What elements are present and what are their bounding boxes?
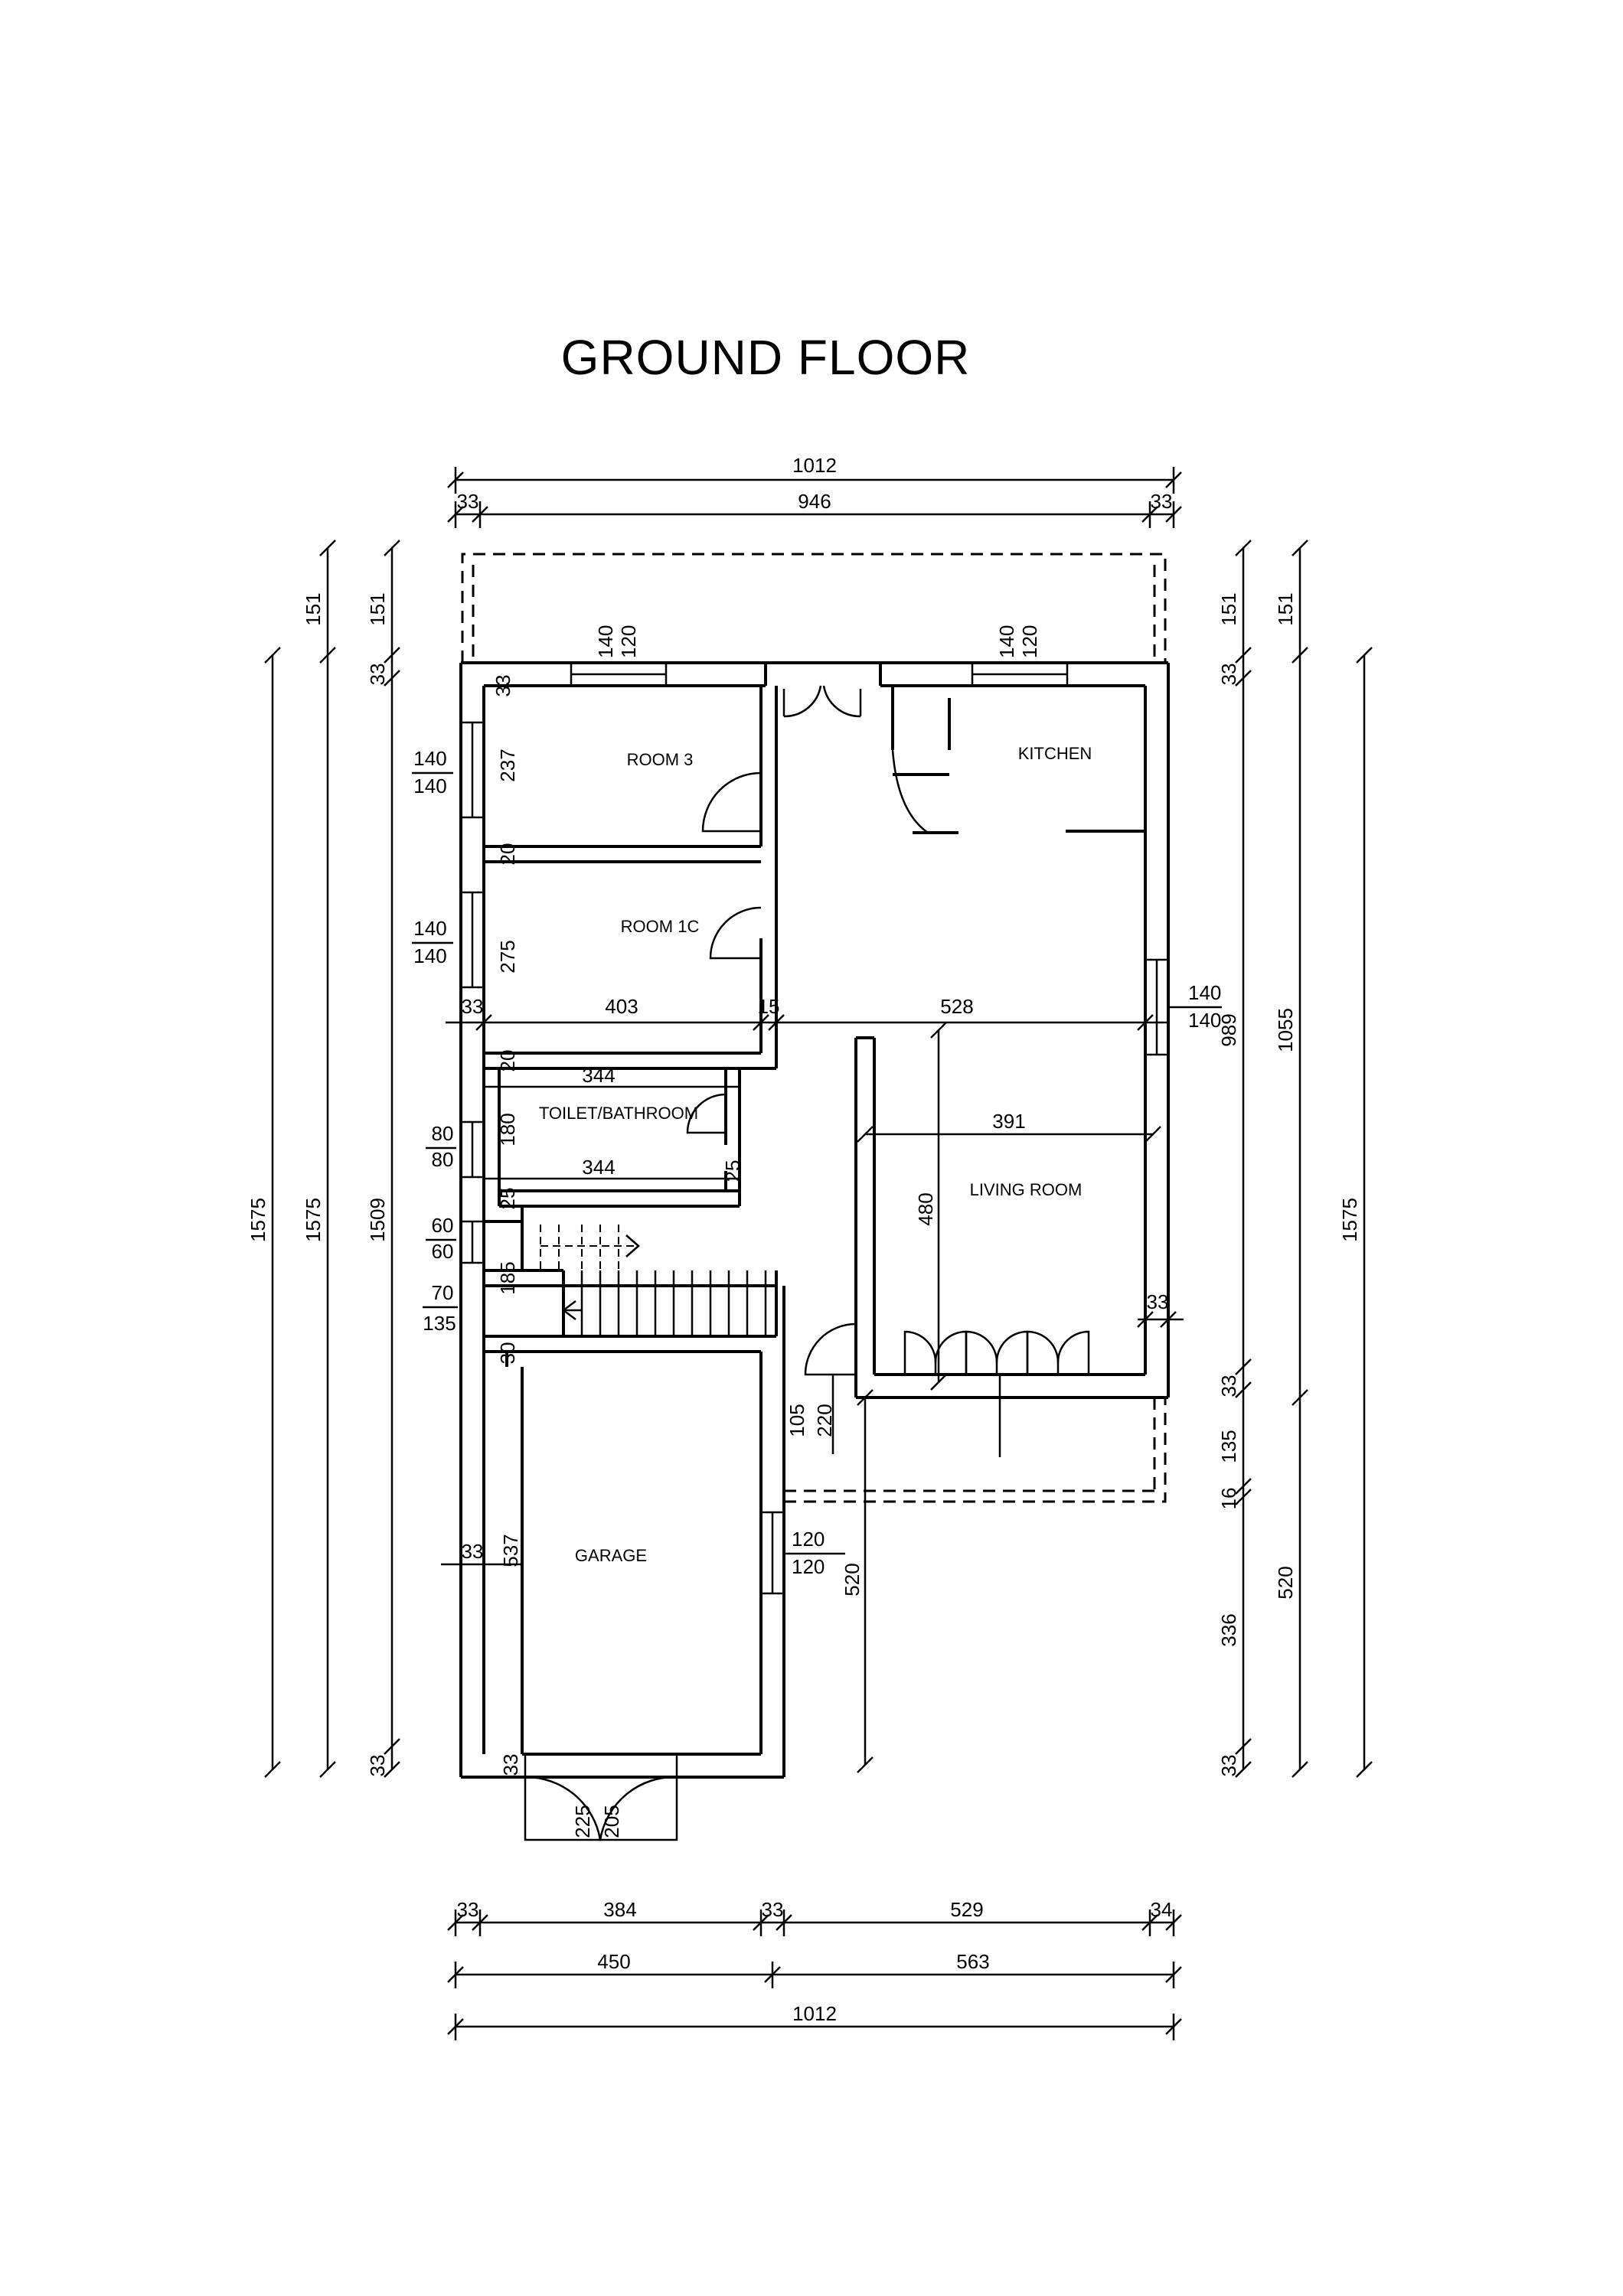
room-labels: ROOM 3 ROOM 1C KITCHEN TOILET/BATHROOM L… bbox=[539, 744, 1092, 1565]
dim-win-stair-b: 60 bbox=[432, 1240, 454, 1263]
label-toilet-bathroom: TOILET/BATHROOM bbox=[539, 1104, 698, 1123]
dim-bottom-b-1: 450 bbox=[597, 1950, 630, 1973]
dim-garage-30: 30 bbox=[496, 1342, 519, 1365]
dim-garage-33-left: 33 bbox=[462, 1540, 484, 1563]
dim-win-stair-a: 60 bbox=[432, 1214, 454, 1237]
dim-stair-185: 185 bbox=[496, 1261, 519, 1294]
dim-right-151-b: 151 bbox=[1274, 592, 1297, 625]
dim-stair-side-b: 135 bbox=[423, 1312, 456, 1335]
dim-left-1575-a: 1575 bbox=[247, 1198, 269, 1242]
dim-win-top-left-2: 120 bbox=[617, 625, 640, 658]
dim-top-overall: 1012 bbox=[792, 454, 837, 477]
dim-living-width-528: 528 bbox=[940, 995, 973, 1018]
dim-toilet-180: 180 bbox=[496, 1113, 519, 1146]
dim-win-top-right-1: 140 bbox=[995, 625, 1018, 658]
dim-living-33: 33 bbox=[1147, 1290, 1169, 1313]
dim-bottom-a-4: 529 bbox=[950, 1898, 983, 1921]
dim-top-inner: 946 bbox=[798, 490, 831, 513]
dim-win-toilet-a: 80 bbox=[432, 1122, 454, 1145]
dim-toilet-344-top: 344 bbox=[582, 1064, 615, 1087]
dim-bottom-overall: 1012 bbox=[792, 2002, 837, 2025]
dim-wall-20b: 20 bbox=[496, 1050, 519, 1072]
dim-garage-door-225: 225 bbox=[571, 1805, 594, 1838]
interior-dimensions: 140 120 140 120 140 140 140 140 80 80 60… bbox=[412, 625, 1222, 1838]
dim-right-1575: 1575 bbox=[1338, 1198, 1361, 1242]
dim-right-1055: 1055 bbox=[1274, 1008, 1297, 1052]
dim-right-135: 135 bbox=[1217, 1430, 1240, 1463]
dim-win-top-left-1: 140 bbox=[594, 625, 617, 658]
lower-porch-outline bbox=[784, 1397, 1167, 1503]
left-dimension-lines: 1575 151 1575 151 33 1509 33 bbox=[247, 540, 400, 1778]
dim-win-room1c-b: 140 bbox=[413, 944, 446, 967]
label-living-room: LIVING ROOM bbox=[970, 1180, 1083, 1199]
dim-top-left-wall: 33 bbox=[457, 490, 479, 513]
dim-bottom-a-2: 384 bbox=[603, 1898, 636, 1921]
dim-room-width-403: 403 bbox=[605, 995, 638, 1018]
bottom-dimension-lines: 33 384 33 529 34 450 563 1012 bbox=[447, 1898, 1182, 2040]
dim-door-105: 105 bbox=[785, 1404, 808, 1437]
dim-living-480: 480 bbox=[914, 1192, 937, 1225]
dim-garage-33-bottom: 33 bbox=[499, 1754, 522, 1776]
dim-win-room1c-a: 140 bbox=[413, 917, 446, 940]
dim-left-33-bottom: 33 bbox=[366, 1755, 389, 1777]
dim-bottom-a-1: 33 bbox=[457, 1898, 479, 1921]
dim-bottom-a-3: 33 bbox=[762, 1898, 784, 1921]
dim-win-room3-a: 140 bbox=[413, 747, 446, 770]
dim-garage-537: 537 bbox=[499, 1534, 522, 1567]
dim-toilet-344-bot: 344 bbox=[582, 1156, 615, 1179]
dim-toilet-25b: 25 bbox=[496, 1188, 519, 1210]
dim-wall-20a: 20 bbox=[496, 843, 519, 866]
dim-left-151-a: 151 bbox=[302, 592, 325, 625]
dim-win-garage-b: 120 bbox=[792, 1555, 825, 1578]
dim-win-kitchen-b: 140 bbox=[1188, 1009, 1221, 1032]
label-garage: GARAGE bbox=[575, 1546, 647, 1565]
dim-right-520: 520 bbox=[1274, 1566, 1297, 1599]
dim-left-33-top: 33 bbox=[366, 664, 389, 686]
dim-top-right-wall: 33 bbox=[1151, 490, 1173, 513]
dim-win-top-right-2: 120 bbox=[1018, 625, 1041, 658]
upper-porch-outline bbox=[461, 553, 1167, 663]
dim-bottom-a-5: 34 bbox=[1151, 1898, 1173, 1921]
label-room3: ROOM 3 bbox=[627, 750, 694, 769]
dim-win-toilet-b: 80 bbox=[432, 1148, 454, 1171]
dim-toilet-25a: 25 bbox=[721, 1160, 744, 1182]
dim-living-391: 391 bbox=[992, 1110, 1025, 1133]
dim-right-151-a: 151 bbox=[1217, 592, 1240, 625]
interior-walls bbox=[446, 686, 1168, 1397]
page-title: GROUND FLOOR bbox=[560, 330, 971, 385]
dim-room3-wall-top: 33 bbox=[491, 675, 514, 697]
doors bbox=[524, 685, 1090, 1841]
dim-mid-520: 520 bbox=[841, 1563, 864, 1596]
dim-right-33-a: 33 bbox=[1217, 664, 1240, 686]
label-kitchen: KITCHEN bbox=[1018, 744, 1092, 763]
dim-garage-door-205: 205 bbox=[600, 1805, 623, 1838]
outer-walls bbox=[459, 661, 1170, 1779]
dim-bottom-b-2: 563 bbox=[956, 1950, 989, 1973]
right-dimension-lines: 151 33 989 33 135 16 336 33 151 1055 520… bbox=[1217, 540, 1373, 1778]
dim-right-989: 989 bbox=[1217, 1013, 1240, 1046]
dim-right-33-b: 33 bbox=[1217, 1375, 1240, 1397]
dim-left-1509: 1509 bbox=[366, 1198, 389, 1242]
dim-win-room3-b: 140 bbox=[413, 775, 446, 797]
dim-room1c-height: 275 bbox=[496, 940, 519, 973]
label-room1c: ROOM 1C bbox=[621, 917, 700, 936]
top-dimension-lines: 1012 33 946 33 bbox=[447, 454, 1182, 528]
dim-win-garage-a: 120 bbox=[792, 1528, 825, 1551]
dim-win-kitchen-a: 140 bbox=[1188, 981, 1221, 1004]
windows bbox=[459, 661, 1170, 1595]
dim-right-33-c: 33 bbox=[1217, 1755, 1240, 1777]
dim-wall-33-left: 33 bbox=[462, 995, 484, 1018]
dim-right-16: 16 bbox=[1217, 1488, 1240, 1510]
staircase bbox=[540, 1225, 767, 1336]
dim-left-151-b: 151 bbox=[366, 592, 389, 625]
dim-right-336: 336 bbox=[1217, 1613, 1240, 1646]
dim-wall-15: 15 bbox=[758, 995, 780, 1018]
dim-left-1575-b: 1575 bbox=[302, 1198, 325, 1242]
dim-stair-side-a: 70 bbox=[432, 1281, 454, 1304]
dim-room3-height: 237 bbox=[496, 748, 519, 781]
